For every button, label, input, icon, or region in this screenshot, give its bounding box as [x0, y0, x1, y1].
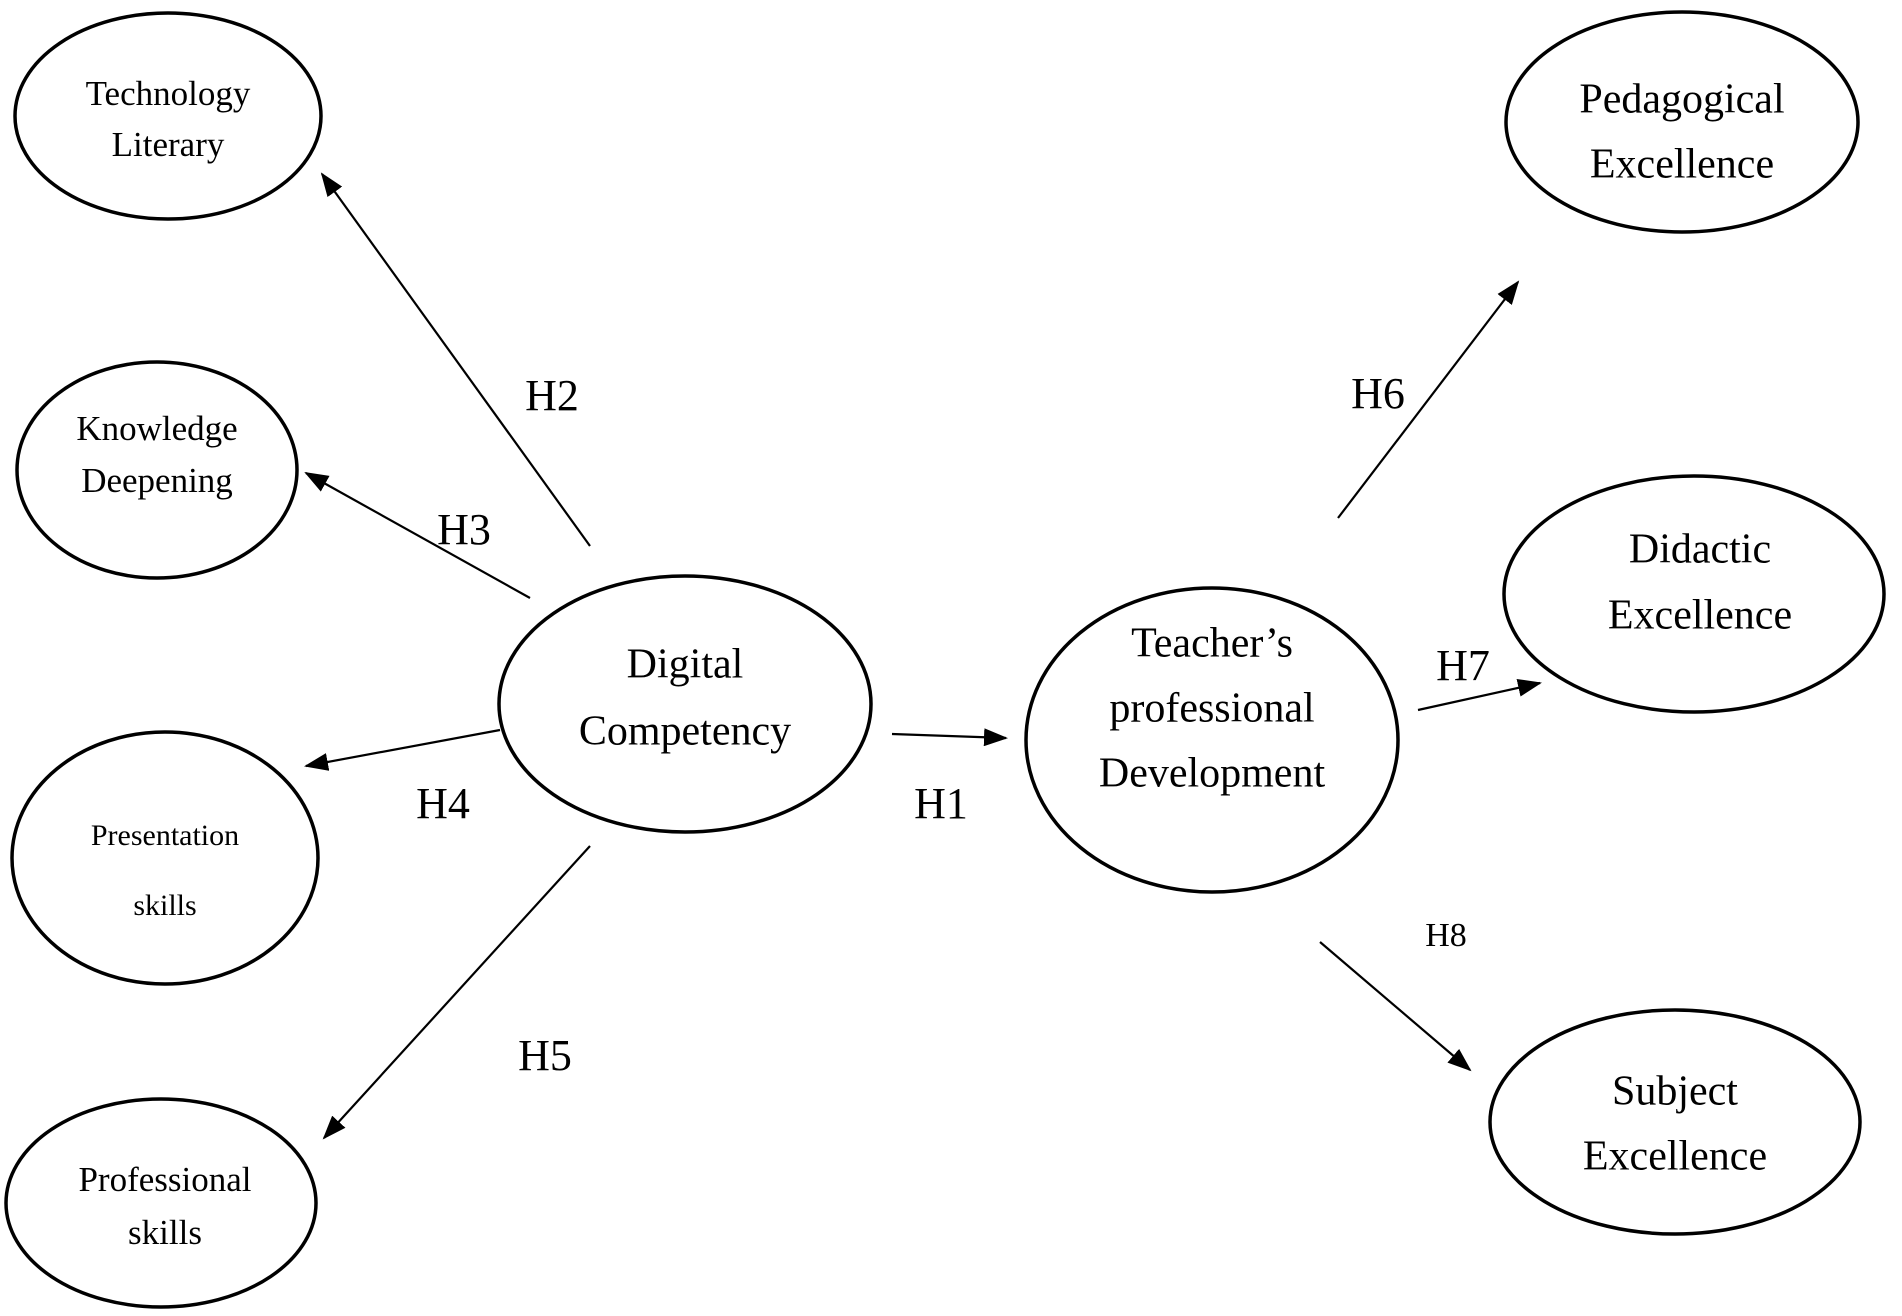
node-professional-skills-line-2: skills — [128, 1213, 202, 1252]
edge-label-h1: H1 — [914, 779, 968, 828]
node-presentation-skills-line-2: skills — [133, 889, 196, 922]
node-didactic-excellence-line-1: Didactic — [1629, 527, 1771, 573]
node-subject-excellence: Subject Excellence — [1488, 1008, 1862, 1236]
node-pedagogical-excellence-line-1: Pedagogical — [1579, 77, 1784, 123]
edge-label-h3: H3 — [437, 505, 491, 554]
edge-label-h8: H8 — [1425, 917, 1467, 954]
edge-h5: H5 — [322, 845, 591, 1140]
edge-h6: H6 — [1337, 280, 1520, 519]
edge-label-h7: H7 — [1436, 641, 1490, 690]
node-knowledge-deepening-line-1: Knowledge — [76, 409, 237, 448]
node-technology-literary-line-2: Literary — [112, 125, 225, 164]
edge-label-h2: H2 — [525, 371, 579, 420]
node-teachers-professional-development: Teacher’s professional Development — [1024, 586, 1400, 894]
node-pedagogical-excellence: Pedagogical Excellence — [1504, 10, 1860, 234]
node-teachers-development-line-2: professional — [1109, 686, 1314, 732]
edge-h4: H4 — [304, 728, 501, 828]
node-professional-skills-line-1: Professional — [78, 1160, 251, 1199]
node-technology-literary-line-1: Technology — [86, 74, 251, 113]
edge-h3: H3 — [304, 472, 531, 599]
node-knowledge-deepening-line-2: Deepening — [81, 461, 233, 500]
edge-label-h5: H5 — [518, 1031, 572, 1080]
node-didactic-excellence: Didactic Excellence — [1502, 474, 1886, 714]
node-digital-competency: Digital Competency — [497, 574, 873, 834]
node-didactic-excellence-line-2: Excellence — [1608, 593, 1792, 639]
edge-label-h6: H6 — [1351, 369, 1405, 418]
edge-label-h4: H4 — [416, 779, 470, 828]
node-technology-literary: Technology Literary — [13, 11, 323, 221]
node-presentation-skills-line-1: Presentation — [91, 819, 239, 852]
edge-h1: H1 — [891, 728, 1008, 828]
node-pedagogical-excellence-line-2: Excellence — [1590, 142, 1774, 188]
node-digital-competency-line-1: Digital — [627, 642, 744, 688]
node-digital-competency-line-2: Competency — [579, 709, 791, 755]
node-teachers-development-line-1: Teacher’s — [1131, 621, 1293, 667]
node-subject-excellence-line-2: Excellence — [1583, 1134, 1767, 1180]
edge-h2: H2 — [320, 172, 591, 547]
node-knowledge-deepening: Knowledge Deepening — [15, 360, 299, 580]
edge-h8: H8 — [1319, 917, 1472, 1072]
node-teachers-development-line-3: Development — [1099, 751, 1326, 797]
node-professional-skills: Professional skills — [4, 1097, 318, 1309]
edge-h7: H7 — [1417, 641, 1542, 712]
node-subject-excellence-line-1: Subject — [1612, 1069, 1738, 1115]
node-presentation-skills: Presentation skills — [10, 730, 320, 986]
